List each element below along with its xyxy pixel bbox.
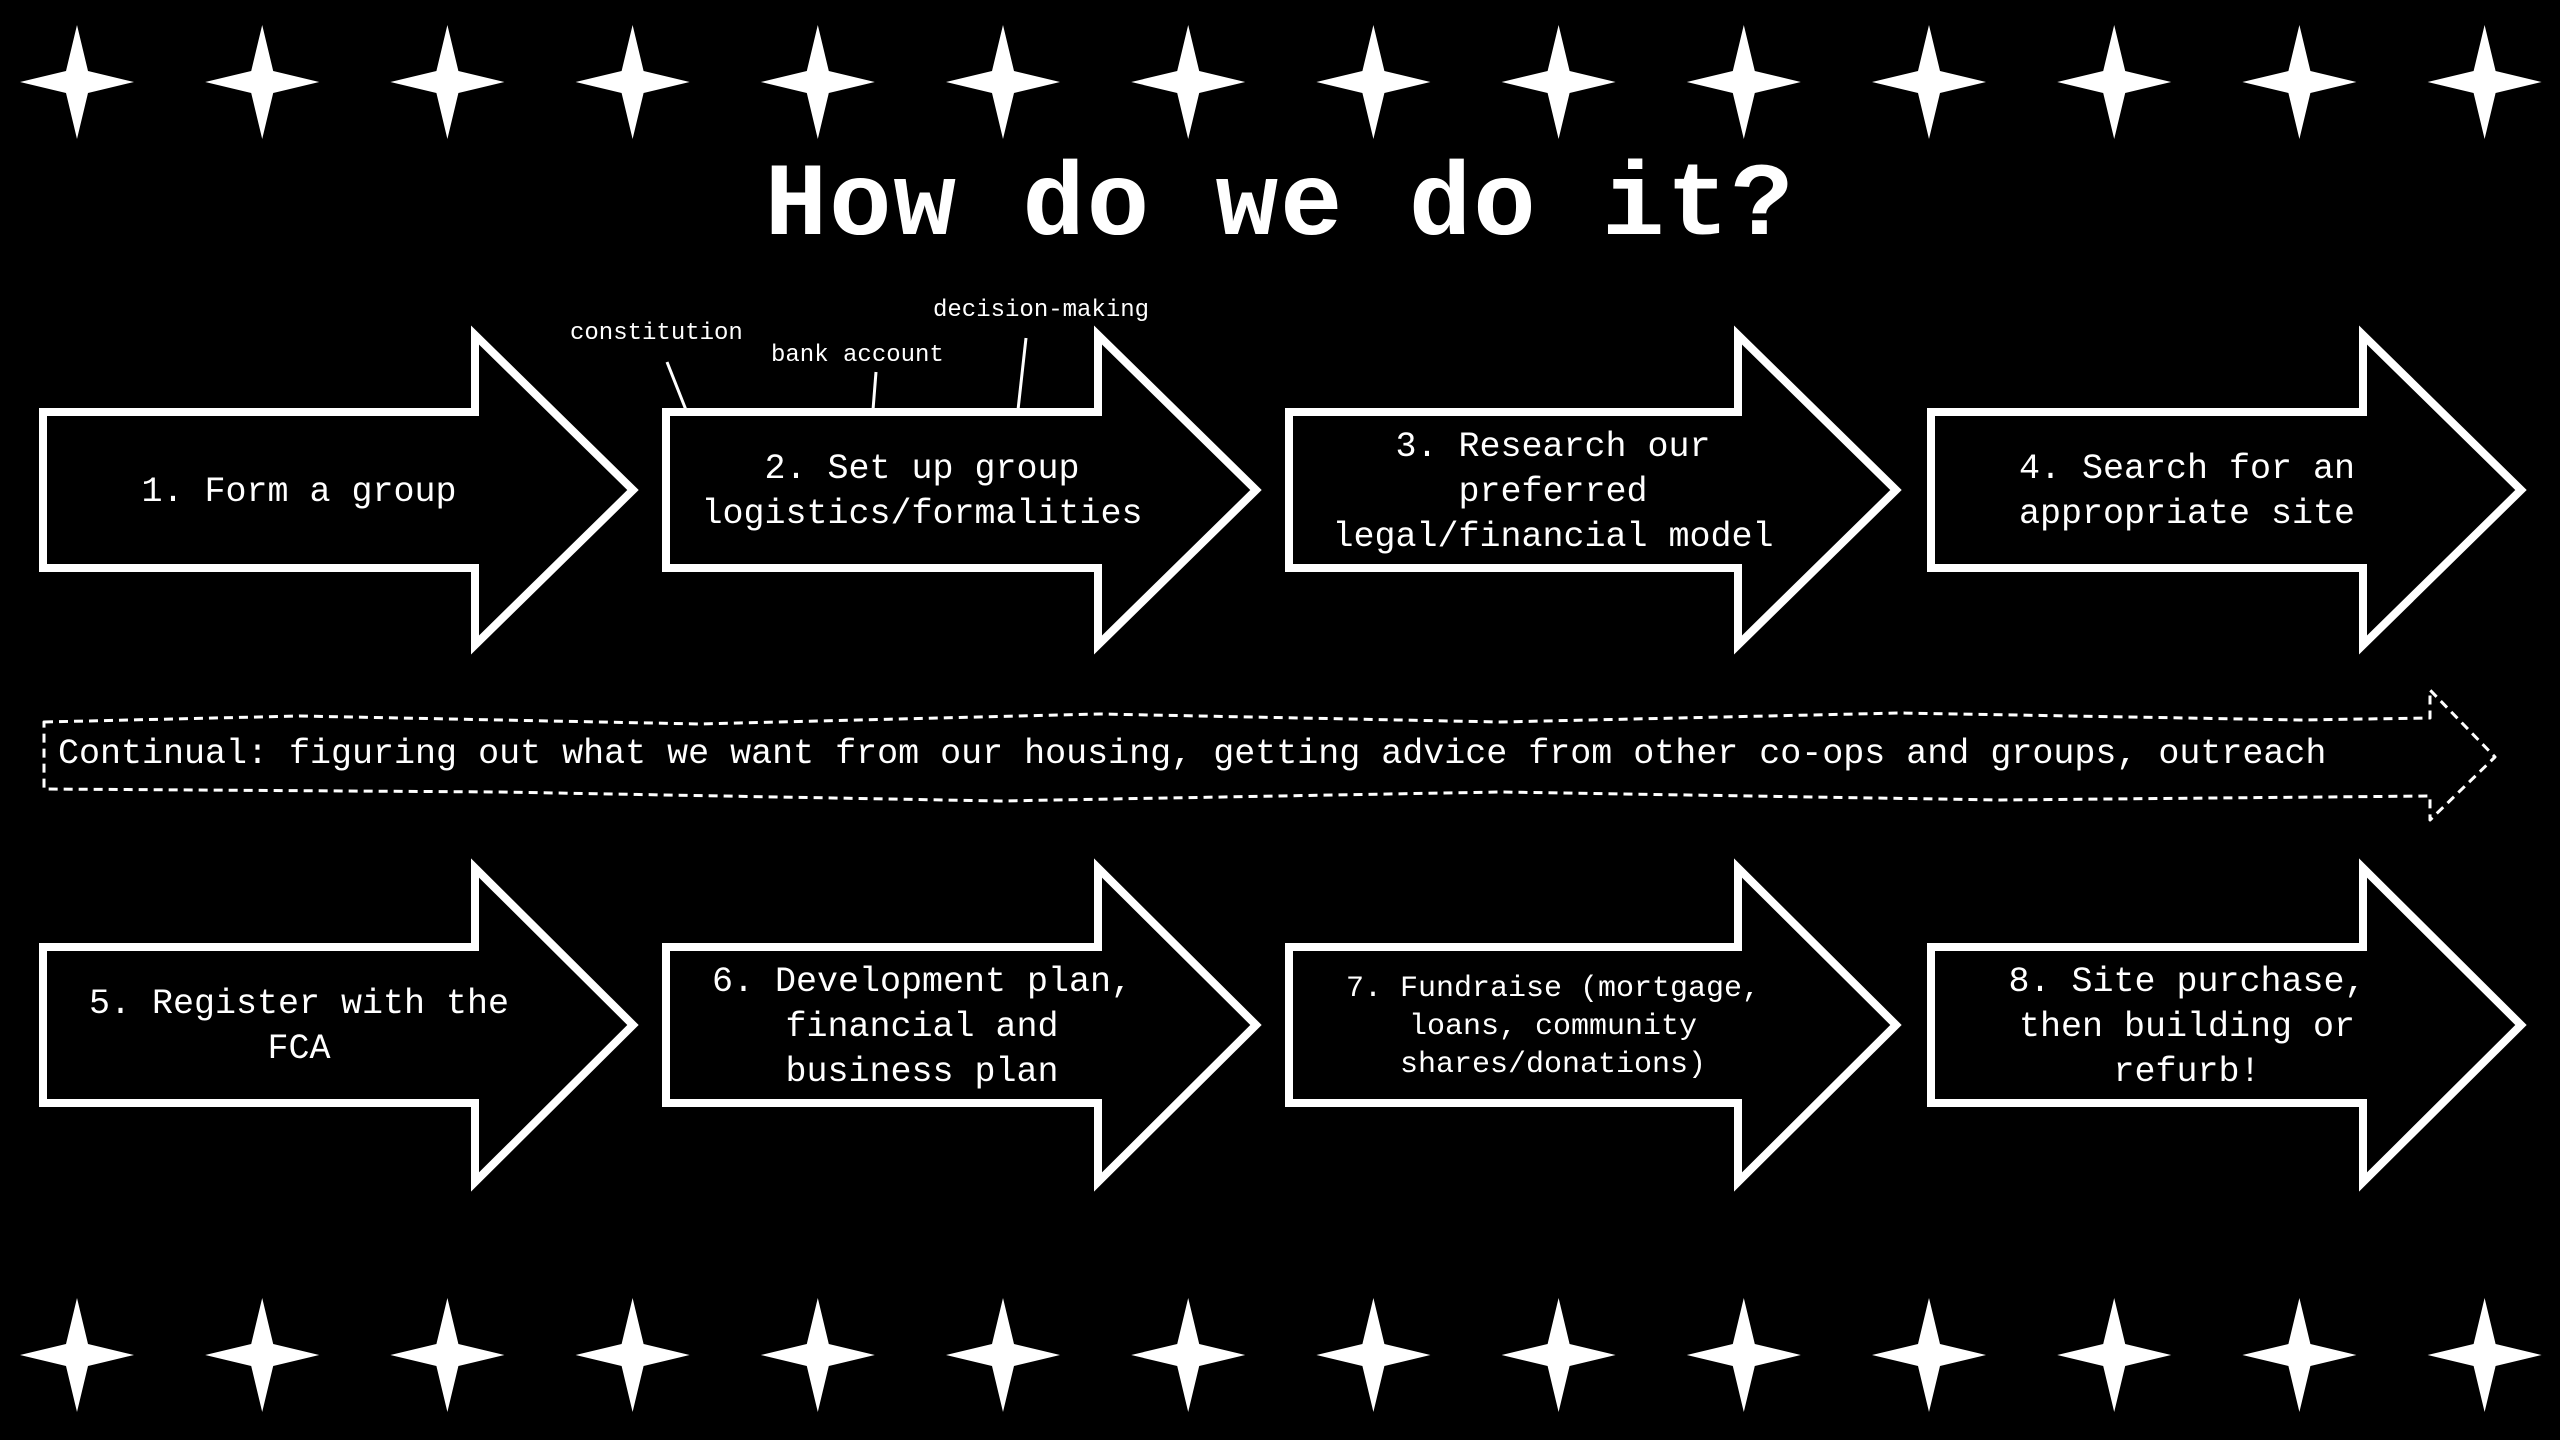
step-arrow-3 — [1285, 325, 1902, 655]
constitution-leader-line — [665, 361, 688, 411]
four-point-star-icon — [946, 1298, 1060, 1412]
four-point-star-icon — [1686, 25, 1801, 139]
four-point-star-icon — [2242, 1298, 2357, 1412]
four-point-star-icon — [1872, 25, 1986, 139]
step-label-3: 3. Research our preferred legal/financia… — [1332, 426, 1774, 557]
step-arrow-5 — [39, 858, 639, 1192]
four-point-star-icon — [205, 1298, 320, 1412]
step-label-1: 1. Form a group — [141, 471, 457, 512]
four-point-star-icon — [1501, 1298, 1616, 1412]
step-label-7: 7. Fundraise (mortgage, loans, community… — [1345, 972, 1761, 1082]
step-arrow-2 — [662, 325, 1262, 655]
four-point-star-icon — [1501, 25, 1616, 139]
four-point-star-icon — [2057, 25, 2172, 139]
four-point-star-icon — [2427, 25, 2542, 139]
step-label-6: 6. Development plan, financial and busin… — [711, 961, 1133, 1092]
four-point-star-icon — [205, 25, 320, 139]
four-point-star-icon — [1131, 1298, 1246, 1412]
four-point-star-icon — [390, 25, 505, 139]
constitution-annotation: constitution — [570, 320, 743, 347]
slide-title: How do we do it? — [764, 148, 1796, 266]
four-point-star-icon — [575, 25, 690, 139]
four-point-star-icon — [1686, 1298, 1801, 1412]
step-arrow-6 — [662, 858, 1262, 1192]
step-arrow-7 — [1285, 858, 1902, 1192]
four-point-star-icon — [1316, 25, 1431, 139]
continual-label: Continual: figuring out what we want fro… — [58, 734, 2327, 774]
step-label-2: 2. Set up group logistics/formalities — [701, 449, 1143, 534]
four-point-star-icon — [1316, 1298, 1431, 1412]
four-point-star-icon — [760, 25, 875, 139]
four-point-star-icon — [1131, 25, 1246, 139]
bank-account-leader-line — [871, 371, 878, 411]
four-point-star-icon — [575, 1298, 690, 1412]
step-label-4: 4. Search for an appropriate site — [2018, 449, 2356, 534]
decision-making-annotation: decision-making — [933, 297, 1150, 324]
four-point-star-icon — [2057, 1298, 2172, 1412]
four-point-star-icon — [20, 1298, 134, 1412]
step-arrow-1 — [39, 325, 639, 655]
four-point-star-icon — [1872, 1298, 1986, 1412]
continual-arrow — [42, 688, 2497, 822]
star-row-bottom — [20, 1298, 2542, 1412]
step-arrow-8 — [1927, 858, 2527, 1192]
four-point-star-icon — [946, 25, 1060, 139]
four-point-star-icon — [760, 1298, 875, 1412]
decision-making-leader-line — [1016, 337, 1028, 411]
step-arrow-4 — [1927, 325, 2527, 655]
four-point-star-icon — [20, 25, 134, 139]
step-label-8: 8. Site purchase, then building or refur… — [2008, 961, 2366, 1092]
four-point-star-icon — [390, 1298, 505, 1412]
four-point-star-icon — [2242, 25, 2357, 139]
star-row-top — [20, 25, 2542, 139]
four-point-star-icon — [2427, 1298, 2542, 1412]
step-label-5: 5. Register with the FCA — [88, 984, 510, 1069]
bank-account-annotation: bank account — [771, 342, 944, 369]
